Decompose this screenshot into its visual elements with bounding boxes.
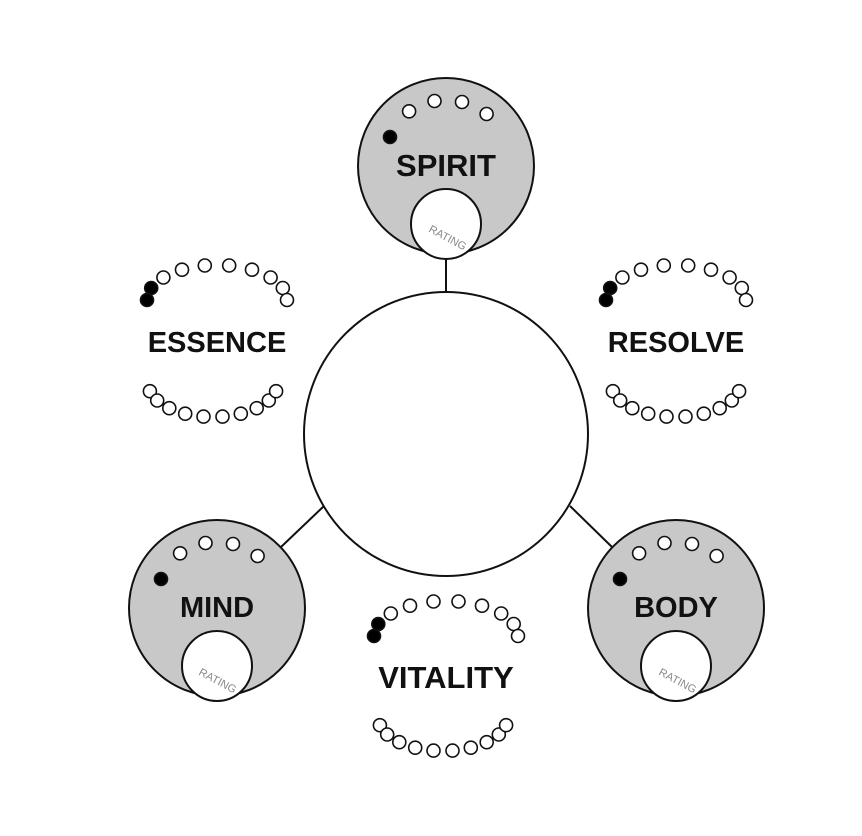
rating-dot-filled[interactable]	[612, 571, 628, 587]
rating-dot-empty[interactable]	[612, 393, 628, 408]
rating-dot-empty[interactable]	[172, 545, 188, 561]
rating-dot-empty[interactable]	[379, 727, 395, 742]
trait-dots-top[interactable]	[139, 258, 295, 308]
rating-dot-empty[interactable]	[162, 400, 177, 416]
rating-dot-empty[interactable]	[510, 628, 526, 644]
rating-dot-empty[interactable]	[640, 406, 656, 422]
rating-dot-filled[interactable]	[153, 571, 169, 587]
attribute-label: BODY	[634, 592, 718, 624]
rating-dot-empty[interactable]	[197, 258, 213, 273]
rating-dot-empty[interactable]	[479, 106, 494, 122]
rating-dot-empty[interactable]	[249, 400, 265, 416]
rating-dot-filled[interactable]	[143, 280, 159, 296]
rating-dot-empty[interactable]	[177, 406, 193, 422]
trait-resolve: RESOLVE	[598, 258, 754, 424]
rating-dot-filled[interactable]	[598, 292, 614, 308]
attribute-label: SPIRIT	[396, 148, 496, 183]
trait-vitality: VITALITY	[366, 594, 526, 758]
rating-dot-empty[interactable]	[624, 400, 640, 416]
rating-dot-empty[interactable]	[198, 535, 213, 551]
rating-dot-empty[interactable]	[657, 535, 672, 551]
attribute-node-body: BODY RATING	[587, 519, 765, 702]
rating-dot-empty[interactable]	[454, 94, 470, 110]
rating-dot-empty[interactable]	[498, 717, 514, 733]
trait-essence: ESSENCE	[139, 258, 295, 424]
rating-dot-empty[interactable]	[426, 743, 441, 758]
rating-dot-empty[interactable]	[407, 740, 423, 756]
rating-dot-empty[interactable]	[244, 262, 260, 278]
trait-dots-bottom[interactable]	[142, 383, 284, 424]
rating-dot-empty[interactable]	[250, 548, 265, 564]
rating-dot-empty[interactable]	[221, 258, 237, 273]
rating-dot-empty[interactable]	[427, 93, 442, 109]
rating-dot-empty[interactable]	[709, 548, 724, 564]
rating-dot-empty[interactable]	[451, 594, 466, 609]
rating-dot-empty[interactable]	[722, 270, 737, 285]
rating-dot-empty[interactable]	[656, 258, 672, 273]
rating-dot-empty[interactable]	[731, 383, 747, 399]
trait-dots-top[interactable]	[366, 594, 526, 644]
trait-label: RESOLVE	[608, 327, 744, 359]
trait-label: VITALITY	[378, 660, 514, 695]
rating-dot-filled[interactable]	[139, 292, 155, 308]
rating-dot-empty[interactable]	[712, 400, 728, 416]
rating-dot-empty[interactable]	[391, 734, 407, 750]
rating-dot-empty[interactable]	[215, 409, 230, 424]
rating-circle[interactable]	[181, 630, 253, 702]
rating-dot-filled[interactable]	[382, 129, 398, 145]
rating-dot-empty[interactable]	[678, 409, 693, 424]
rating-dot-filled[interactable]	[366, 628, 382, 644]
center-hub[interactable]	[303, 291, 589, 577]
rating-dot-empty[interactable]	[233, 406, 249, 422]
rating-dot-empty[interactable]	[263, 270, 278, 285]
rating-dot-empty[interactable]	[156, 270, 171, 285]
rating-dots[interactable]	[382, 93, 494, 145]
rating-dot-empty[interactable]	[506, 616, 522, 632]
rating-dot-empty[interactable]	[680, 258, 696, 273]
rating-dot-empty[interactable]	[493, 606, 509, 621]
rating-dot-empty[interactable]	[445, 743, 460, 758]
rating-dot-empty[interactable]	[174, 262, 190, 278]
rating-dot-empty[interactable]	[631, 545, 647, 561]
rating-dot-empty[interactable]	[383, 606, 399, 621]
rating-dot-empty[interactable]	[479, 734, 495, 750]
rating-dot-empty[interactable]	[696, 406, 712, 422]
rating-circle[interactable]	[640, 630, 712, 702]
rating-dot-empty[interactable]	[659, 409, 674, 424]
trait-dots-bottom[interactable]	[605, 383, 747, 424]
rating-dot-empty[interactable]	[738, 292, 754, 308]
rating-dot-empty[interactable]	[402, 598, 418, 614]
rating-dots[interactable]	[153, 535, 265, 587]
trait-dots-top[interactable]	[598, 258, 754, 308]
rating-dot-empty[interactable]	[684, 536, 700, 552]
rating-dot-empty[interactable]	[279, 292, 295, 308]
rating-dot-empty[interactable]	[426, 594, 441, 609]
rating-dot-empty[interactable]	[149, 393, 165, 408]
rating-circle[interactable]	[410, 188, 482, 260]
connector-mind	[280, 505, 325, 548]
trait-dots-bottom[interactable]	[372, 717, 514, 758]
rating-dot-empty[interactable]	[275, 280, 291, 296]
rating-dot-empty[interactable]	[225, 536, 241, 552]
rating-dot-empty[interactable]	[633, 262, 649, 278]
rating-dots[interactable]	[612, 535, 724, 587]
attribute-node-mind: MIND RATING	[128, 519, 306, 702]
connector-body	[569, 505, 613, 548]
rating-dot-empty[interactable]	[268, 383, 284, 399]
rating-dot-empty[interactable]	[463, 740, 479, 756]
trait-label: ESSENCE	[148, 327, 287, 359]
attribute-label: MIND	[180, 592, 254, 624]
rating-dot-empty[interactable]	[615, 270, 630, 285]
rating-dot-empty[interactable]	[703, 262, 719, 278]
rating-dot-empty[interactable]	[734, 280, 750, 296]
attribute-node-spirit: SPIRIT RATING	[357, 77, 535, 260]
rating-dot-filled[interactable]	[370, 616, 386, 632]
rating-dot-empty[interactable]	[196, 409, 211, 424]
rating-dot-filled[interactable]	[602, 280, 618, 296]
rating-dot-empty[interactable]	[474, 598, 490, 614]
rating-dot-empty[interactable]	[401, 104, 417, 119]
